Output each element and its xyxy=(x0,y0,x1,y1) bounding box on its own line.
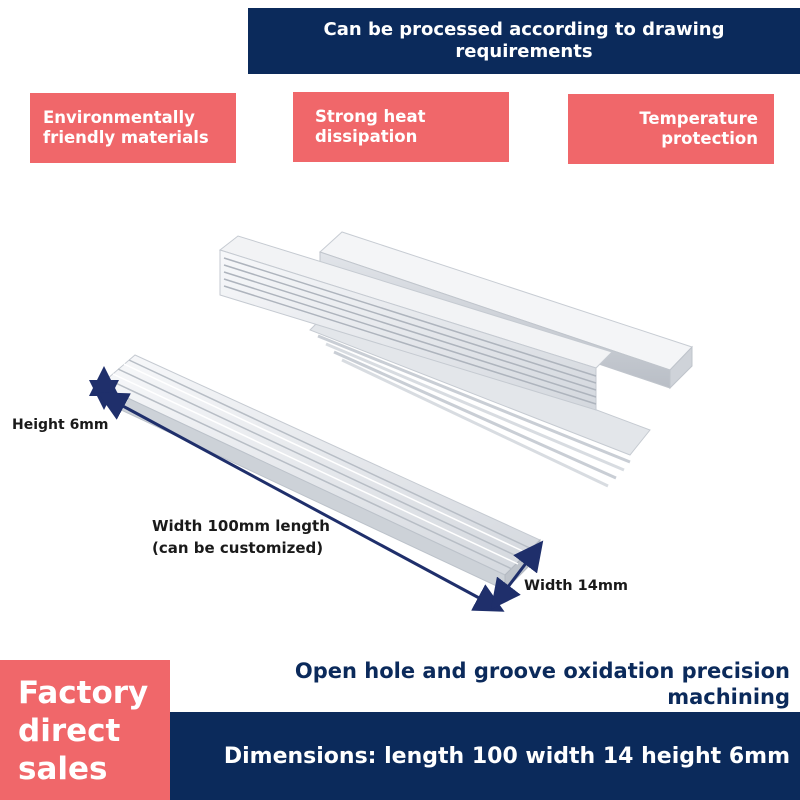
length-label: Width 100mm length (can be customized) xyxy=(152,515,330,559)
factory-line3: sales xyxy=(18,751,108,787)
tag-temp-line2: protection xyxy=(661,129,758,148)
machining-caption: Open hole and groove oxidation precision… xyxy=(180,658,790,710)
width-arrow xyxy=(490,540,544,610)
top-banner-line2: requirements xyxy=(455,41,593,62)
height-label: Height 6mm xyxy=(12,417,109,433)
width-label: Width 14mm xyxy=(524,578,629,594)
tag-eco-line2: friendly materials xyxy=(43,128,209,147)
factory-line2: direct xyxy=(18,713,121,749)
factory-line1: Factory xyxy=(18,675,149,711)
caption-line1: Open hole and groove oxidation precision xyxy=(294,659,790,683)
caption-line2: machining xyxy=(667,685,790,709)
tag-temperature-protection: Temperature protection xyxy=(568,94,774,164)
top-banner-line1: Can be processed according to drawing xyxy=(323,19,725,40)
dimensions-bar: Dimensions: length 100 width 14 height 6… xyxy=(170,712,800,800)
top-banner: Can be processed according to drawing re… xyxy=(248,8,800,74)
tag-temp-line1: Temperature xyxy=(639,109,758,128)
tag-heat-line2: dissipation xyxy=(315,127,418,146)
tag-heat-line1: Strong heat xyxy=(315,107,426,126)
dimensions-bar-text: Dimensions: length 100 width 14 height 6… xyxy=(223,743,790,769)
length-label-line2: (can be customized) xyxy=(152,539,324,557)
length-arrow xyxy=(97,392,505,612)
length-label-line1: Width 100mm length xyxy=(152,517,330,535)
heatsink-top xyxy=(218,235,613,411)
tag-heat-dissipation: Strong heat dissipation xyxy=(293,92,509,162)
factory-direct-sales-badge: Factory direct sales xyxy=(0,660,170,800)
tag-eco-line1: Environmentally xyxy=(43,108,195,127)
tag-eco-materials: Environmentally friendly materials xyxy=(30,93,236,163)
